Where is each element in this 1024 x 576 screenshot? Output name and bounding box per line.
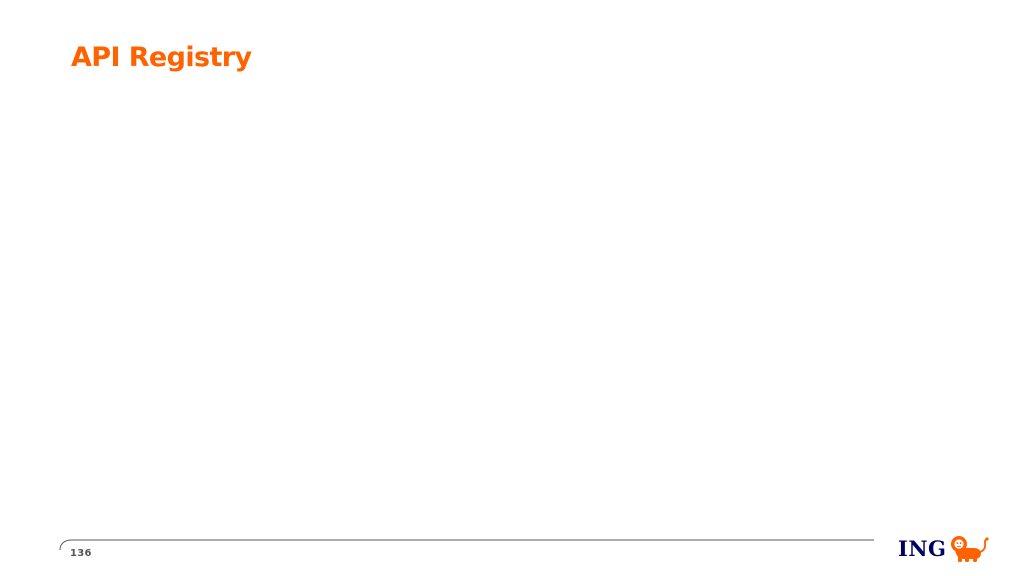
ing-logo: ING xyxy=(898,534,990,564)
page-number: 136 xyxy=(70,548,92,559)
slide-title: API Registry xyxy=(71,42,252,73)
logo-wordmark: ING xyxy=(898,536,947,561)
lion-icon xyxy=(951,536,990,562)
